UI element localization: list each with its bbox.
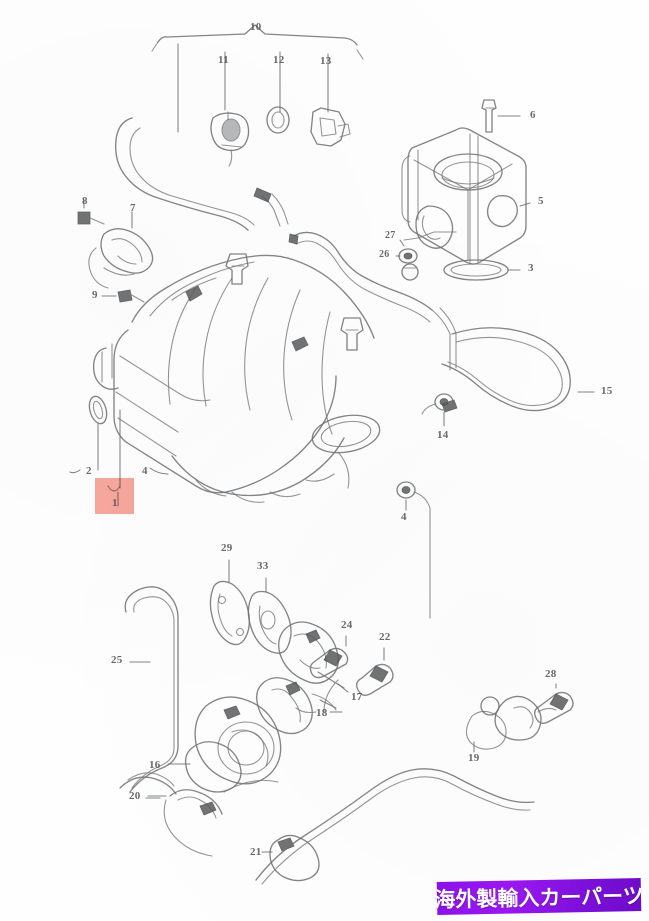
part-22-bolt — [356, 647, 394, 696]
part-12-seal — [266, 106, 290, 134]
part-28-bolt — [534, 683, 574, 724]
part-33-bracket — [247, 577, 292, 654]
callout-28: 28 — [545, 668, 557, 680]
callout-27: 27 — [385, 230, 396, 241]
callout-17: 17 — [351, 691, 363, 703]
callout-3: 3 — [528, 262, 534, 274]
egr-valve-group — [256, 621, 345, 735]
callout-4-lower: 4 — [401, 511, 407, 523]
callout-13: 13 — [320, 55, 332, 67]
top-left-hose — [115, 117, 289, 231]
highlight-box-part-1 — [95, 478, 134, 514]
part-24-bolt — [309, 635, 349, 679]
callout-24: 24 — [341, 619, 353, 631]
callout-5: 5 — [538, 195, 544, 207]
callout-29: 29 — [221, 542, 233, 554]
throttle-body-group — [395, 99, 531, 281]
callout-15: 15 — [601, 385, 613, 397]
callout-22: 22 — [379, 631, 391, 643]
callout-33: 33 — [257, 560, 269, 572]
callout-21: 21 — [250, 846, 262, 858]
callout-25: 25 — [111, 654, 123, 666]
part-13-bracket — [310, 107, 351, 147]
callout-9: 9 — [92, 289, 98, 301]
callout-26: 26 — [379, 249, 390, 260]
callout-18: 18 — [316, 707, 328, 719]
intake-manifold-body — [88, 253, 381, 503]
hose-15 — [441, 327, 595, 413]
part-16-pump — [147, 696, 282, 857]
mid-right-small-parts — [396, 393, 454, 619]
callout-10: 10 — [250, 21, 262, 33]
upper-right-hose — [288, 231, 457, 371]
callout-7: 7 — [130, 202, 136, 214]
watermark-badge: 海外製輸入カーパーツ — [434, 878, 644, 915]
part-19-hose — [255, 695, 557, 885]
callout-4-upper: 4 — [142, 465, 148, 477]
left-sensor-group — [77, 199, 154, 303]
callout-20: 20 — [129, 790, 141, 802]
part-25-pipe — [119, 586, 179, 795]
callout-1: 1 — [112, 497, 118, 509]
callout-11: 11 — [218, 54, 229, 66]
part-11-valve — [210, 111, 250, 167]
callout-12: 12 — [273, 54, 285, 66]
part-17-18-leaders — [295, 679, 349, 714]
callout-6: 6 — [530, 109, 536, 121]
callout-16: 16 — [149, 759, 161, 771]
callout-19: 19 — [468, 752, 480, 764]
watermark-text: 海外製輸入カーパーツ — [434, 883, 644, 912]
top-bracket-group — [151, 24, 364, 129]
callout-8: 8 — [82, 195, 88, 207]
callout-14: 14 — [437, 429, 449, 441]
part-29-gasket — [209, 559, 250, 646]
callout-2: 2 — [86, 465, 92, 477]
